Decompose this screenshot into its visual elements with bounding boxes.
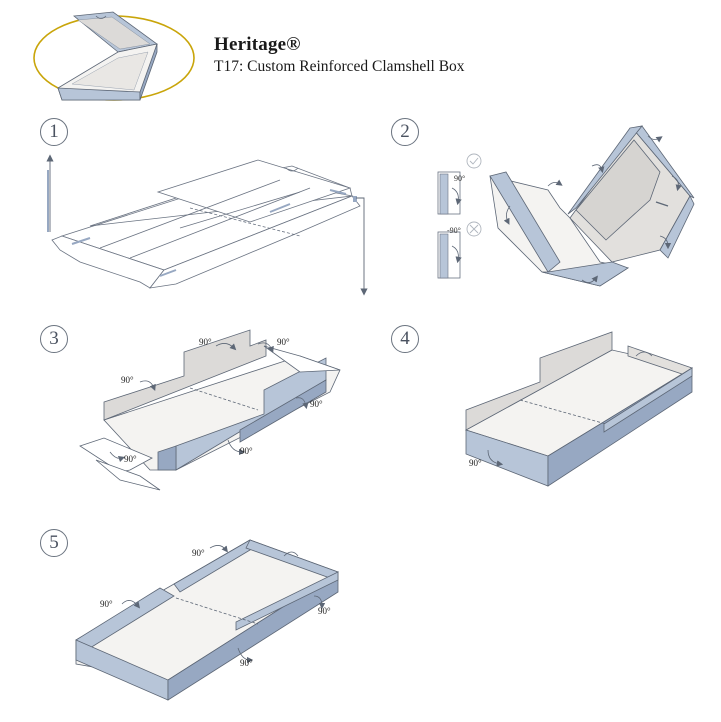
step-5-number: 5 [40, 529, 68, 557]
step-3-angle-label: 90° [240, 446, 253, 456]
product-thumbnail [33, 11, 195, 101]
step-3-angle-label: 90° [199, 337, 212, 347]
step-3-angle-label: 90° [277, 337, 290, 347]
step-3-angle-label: 90° [310, 399, 323, 409]
step-2-fold-detail-correct [437, 153, 482, 215]
step-2-fold-detail-wrong [437, 221, 482, 279]
step-4-walls-up [464, 331, 694, 487]
step-2-angle-label-wrong: -90° [447, 226, 461, 235]
step-2-angle-label-correct: 90° [454, 174, 465, 183]
step-5-angle-label: 90° [318, 606, 331, 616]
step-2-number: 2 [391, 118, 419, 146]
step-5-final-box [75, 539, 339, 701]
step-5-angle-label: 90° [240, 658, 253, 668]
cross-icon [466, 221, 482, 237]
step-5-angle-label: 90° [192, 548, 205, 558]
step-4-number: 4 [391, 325, 419, 353]
step-3-number: 3 [40, 325, 68, 353]
brand-title: Heritage® [214, 34, 301, 55]
step-3-angle-label: 90° [124, 454, 137, 464]
step-1-flat-blank [51, 159, 361, 289]
checkmark-icon [466, 153, 482, 169]
step-1-number: 1 [40, 118, 68, 146]
step-2-open-box [489, 125, 695, 287]
step-3-angle-label: 90° [121, 375, 134, 385]
step-3-folding-walls [79, 329, 341, 491]
step-1-flip-arrow [46, 154, 368, 296]
step-5-angle-label: 90° [100, 599, 113, 609]
step-4-angle-label: 90° [469, 458, 482, 468]
product-subtitle: T17: Custom Reinforced Clamshell Box [214, 58, 465, 75]
